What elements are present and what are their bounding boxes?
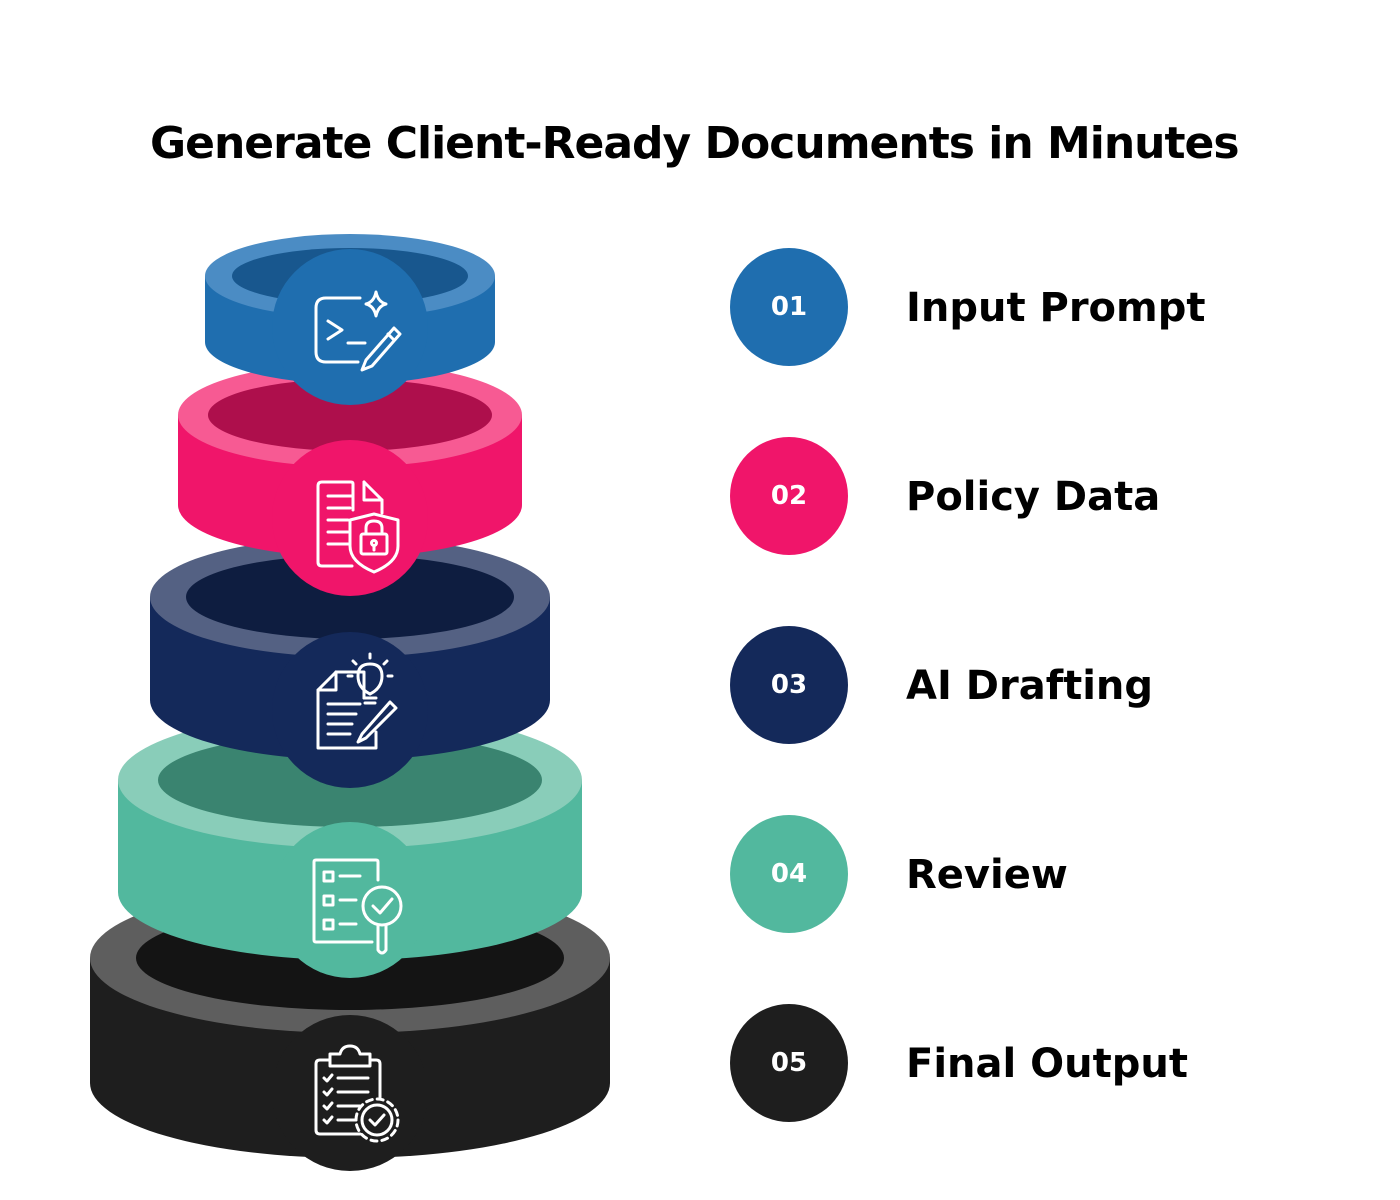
clipboard-checklist-gear-icon	[314, 1044, 400, 1143]
step-03-label: AI Drafting	[906, 663, 1154, 709]
step-02-badge: 02	[730, 437, 848, 555]
ring-03	[150, 537, 550, 788]
step-03-badge: 03	[730, 626, 848, 744]
ring-02-medallion	[272, 440, 428, 596]
step-05-badge: 05	[730, 1004, 848, 1122]
ring-01-medallion	[272, 249, 428, 405]
step-04-badge: 04	[730, 815, 848, 933]
ring-02	[178, 363, 522, 596]
ring-01	[205, 234, 495, 405]
document-lock-shield-icon	[316, 480, 400, 574]
terminal-sparkle-pencil-icon	[314, 290, 402, 372]
step-05-label: Final Output	[906, 1041, 1188, 1087]
step-04-label: Review	[906, 852, 1068, 898]
document-lightbulb-pencil-icon	[316, 652, 398, 750]
ring-03-hole	[186, 555, 514, 639]
step-02-label: Policy Data	[906, 474, 1161, 520]
ring-02-hole	[208, 379, 492, 451]
step-01-badge: 01	[730, 248, 848, 366]
ring-stack	[90, 234, 610, 1171]
ring-03-medallion	[272, 632, 428, 788]
page-title: Generate Client-Ready Documents in Minut…	[150, 118, 1240, 169]
step-01-label: Input Prompt	[906, 285, 1206, 331]
checklist-magnifier-icon	[312, 858, 403, 955]
